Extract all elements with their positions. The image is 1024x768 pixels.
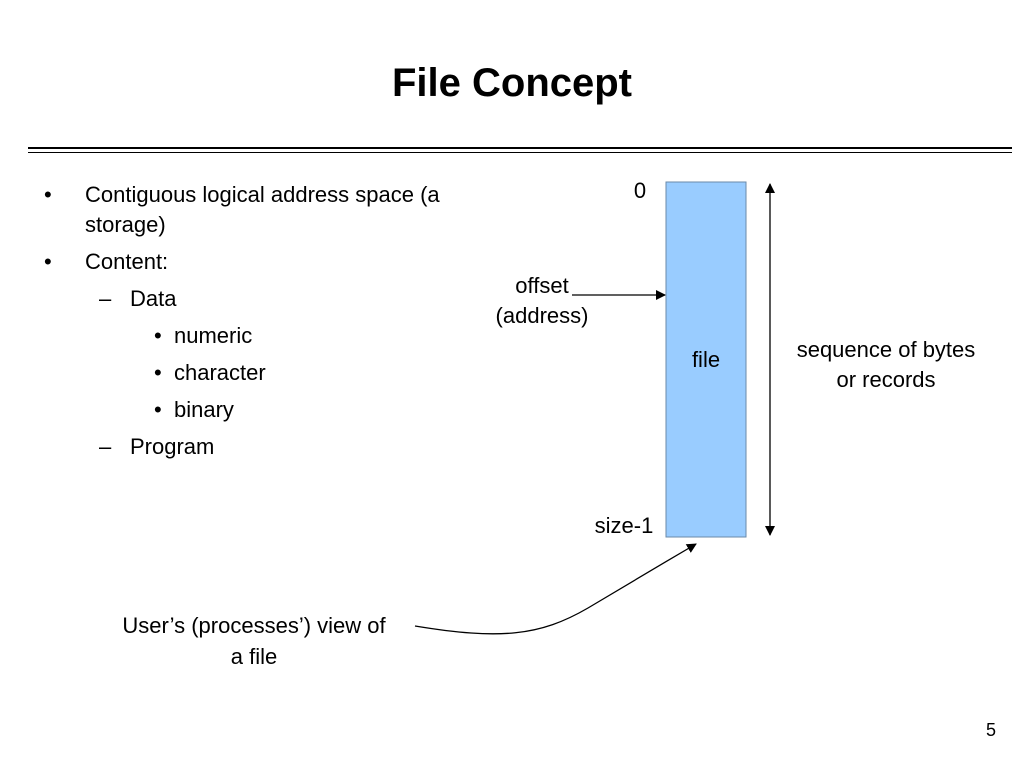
bullet-item: • Content: <box>44 247 484 277</box>
size-minus-one-label: size-1 <box>594 513 654 538</box>
sub-sub-bullet-text: binary <box>174 397 234 422</box>
sub-bullet-marker: – <box>99 434 112 459</box>
offset-zero-label: 0 <box>633 178 647 203</box>
title-divider-thin <box>28 152 1012 153</box>
sub-sub-bullet-marker: • <box>154 323 162 348</box>
sub-sub-bullet-item: • character <box>44 358 484 388</box>
sub-bullet-marker: – <box>99 286 112 311</box>
sub-bullet-text: Data <box>130 286 177 311</box>
view-label-line2: a file <box>230 644 278 669</box>
bullet-text: Contiguous logical address space (a stor… <box>85 182 440 237</box>
view-arrow <box>414 543 697 635</box>
sub-sub-bullet-text: numeric <box>174 323 253 348</box>
slide-title: File Concept <box>391 61 633 105</box>
bullet-text: Content: <box>85 249 169 274</box>
file-label: file <box>691 347 721 372</box>
view-label-line1: User’s (processes’) view of <box>122 613 386 638</box>
sub-sub-bullet-item: • numeric <box>44 321 484 351</box>
sub-bullet-text: Program <box>130 434 215 459</box>
bullet-marker: • <box>44 249 52 274</box>
page-number: 5 <box>985 720 996 740</box>
title-divider-thick <box>28 147 1012 149</box>
sequence-label-line2: or records <box>836 367 936 392</box>
address-label: (address) <box>495 303 589 328</box>
bullet-marker: • <box>44 182 52 207</box>
file-box <box>665 181 747 538</box>
sub-sub-bullet-text: character <box>174 360 266 385</box>
sub-bullet-item: – Program <box>44 432 484 462</box>
sub-bullet-item: – Data <box>44 284 484 314</box>
sub-sub-bullet-item: • binary <box>44 395 484 425</box>
bullet-list: • Contiguous logical address space (a st… <box>44 180 484 469</box>
sequence-label-line1: sequence of bytes <box>796 337 976 362</box>
sub-sub-bullet-marker: • <box>154 360 162 385</box>
sub-sub-bullet-marker: • <box>154 397 162 422</box>
offset-label: offset <box>515 273 569 298</box>
bullet-item: • Contiguous logical address space (a st… <box>44 180 484 240</box>
